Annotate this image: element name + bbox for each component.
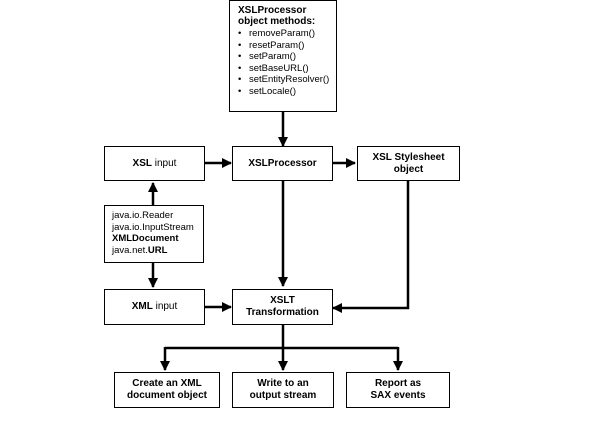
- method-item: setEntityResolver(): [238, 74, 336, 86]
- create-xml-line1a: Create an: [132, 378, 181, 389]
- arrow-stylesheet-to-transformation: [332, 181, 410, 313]
- xslt-transformation-box: XSLT Transformation: [232, 289, 333, 325]
- create-xml-document-box: Create an XML document object: [114, 372, 220, 408]
- output-stream-line1: Write to an: [257, 378, 309, 389]
- methods-title-line1: XSLProcessor: [238, 5, 307, 16]
- output-stream-box: Write to an output stream: [232, 372, 334, 408]
- method-item: removeParam(): [238, 28, 336, 40]
- method-item: resetParam(): [238, 40, 336, 52]
- xsl-stylesheet-object-box: XSL Stylesheet object: [357, 146, 460, 181]
- xslt-transformation-line2: Transformation: [246, 307, 319, 318]
- source-xmldocument: XMLDocument: [112, 233, 179, 244]
- input-sources-box: java.io.Reader java.io.InputStream XMLDo…: [104, 205, 204, 263]
- xml-input-box: XML input: [104, 289, 205, 325]
- create-xml-line2: document object: [126, 390, 207, 401]
- xsl-input-label-rest: input: [151, 157, 177, 169]
- xsl-stylesheet-line1: XSL Stylesheet: [372, 151, 445, 163]
- sax-events-box: Report as SAX events: [346, 372, 450, 408]
- xsl-stylesheet-line2: object: [393, 163, 424, 175]
- sax-events-line2: SAX events: [370, 390, 426, 401]
- xsl-input-label-bold: XSL: [132, 157, 152, 169]
- xml-input-label-rest: input: [152, 301, 178, 312]
- source-inputstream: java.io.InputStream: [112, 221, 194, 233]
- xsl-processor-label: XSLProcessor: [248, 157, 317, 169]
- output-stream-line2: output stream: [249, 390, 317, 401]
- method-item: setLocale(): [238, 86, 336, 98]
- methods-list: removeParam() resetParam() setParam() se…: [238, 28, 336, 97]
- xsl-input-box: XSL input: [104, 146, 205, 181]
- method-item: setParam(): [238, 51, 336, 63]
- xml-input-label-bold: XML: [131, 301, 153, 312]
- source-url: java.net.URL: [112, 244, 168, 256]
- create-xml-line1b: XML: [180, 378, 202, 389]
- method-item: setBaseURL(): [238, 63, 336, 75]
- xslt-transformation-line1: XSLT: [270, 295, 295, 306]
- sax-events-line1: Report as: [374, 378, 422, 389]
- xsl-processor-box: XSLProcessor: [232, 146, 333, 181]
- methods-title-line2: object methods:: [238, 16, 316, 27]
- processor-methods-box: XSLProcessor object methods: removeParam…: [229, 0, 337, 112]
- source-reader: java.io.Reader: [112, 210, 174, 221]
